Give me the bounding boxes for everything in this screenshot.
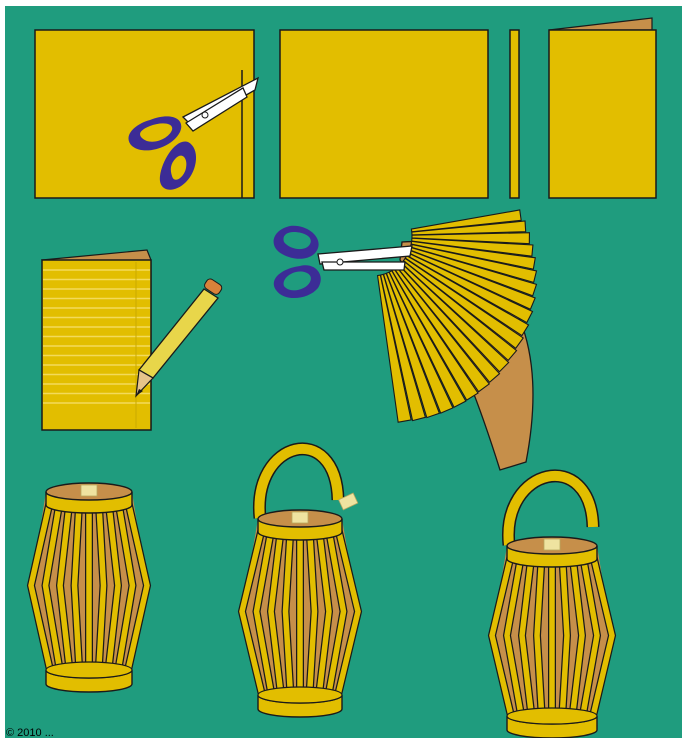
step-6-lantern-body — [31, 483, 147, 692]
tape-piece — [292, 512, 308, 523]
step-3-fold-paper — [549, 18, 656, 198]
step-1-cut-strip — [35, 30, 258, 198]
tape-piece — [544, 539, 560, 550]
tape-piece — [81, 485, 97, 496]
copyright-text: © 2010 ... — [6, 727, 54, 739]
step-2-paper-and-strip — [280, 30, 519, 198]
